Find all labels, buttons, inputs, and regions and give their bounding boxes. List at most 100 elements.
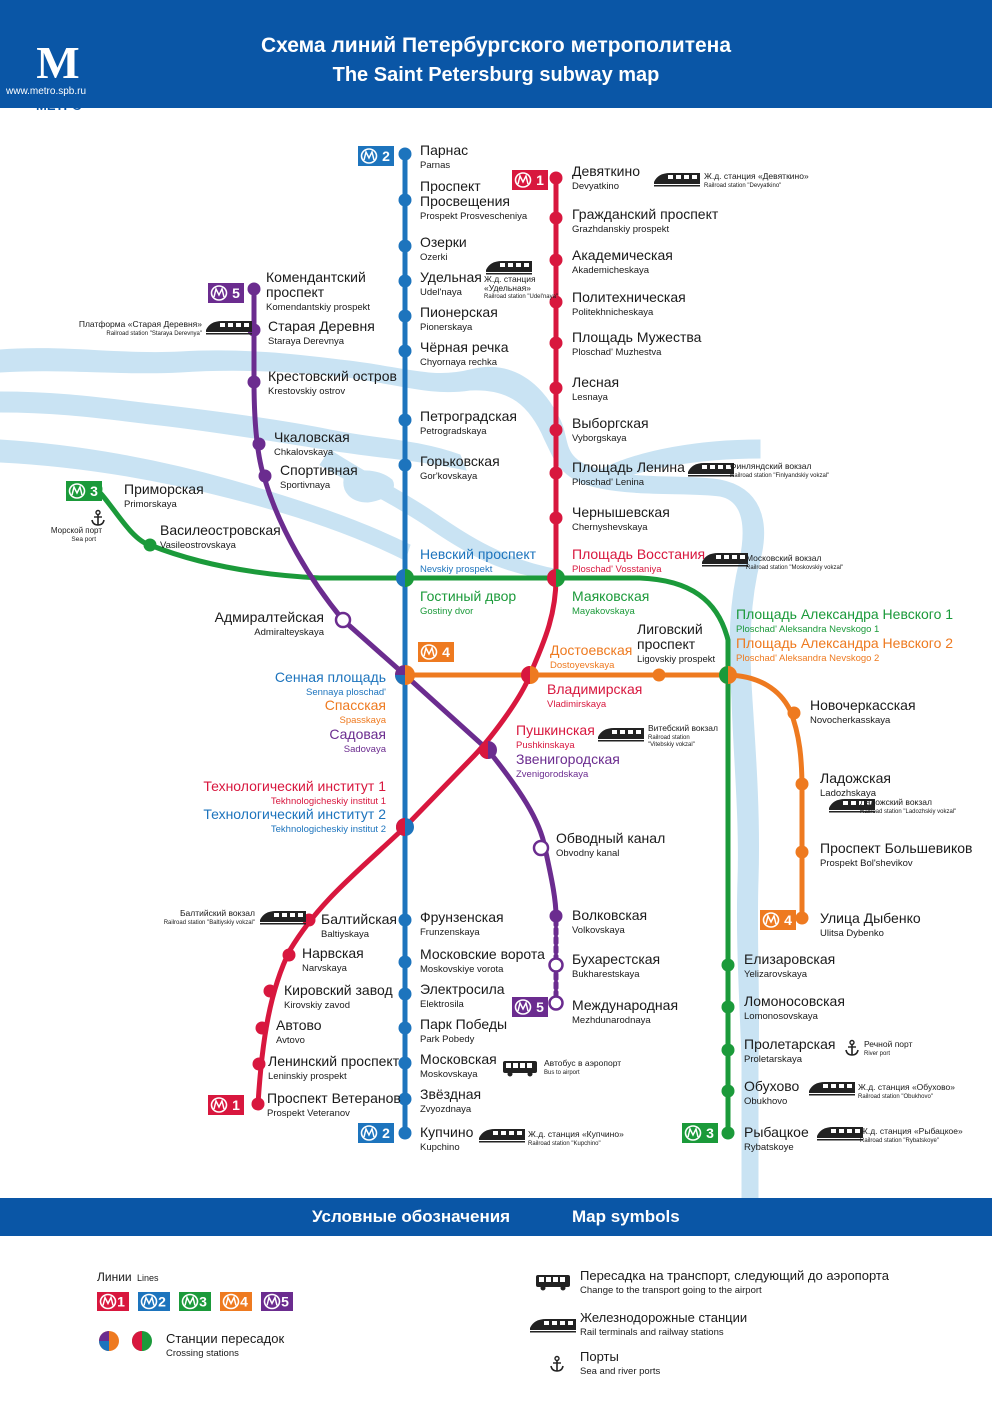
station-bolshevikov-dot[interactable] [795,845,809,859]
station-chernyshevskaya-label: Чернышевская [572,504,670,520]
station-sennaya-en: Sennaya ploschad' [306,687,386,698]
line-l2-badge[interactable]: 2 [138,1292,170,1311]
station-rybatskoye-dot[interactable] [721,1126,735,1140]
station-vyborgskaya-dot[interactable] [549,423,563,437]
station-muzhestva-dot[interactable] [549,336,563,350]
station-akademicheskaya-dot[interactable] [549,253,563,267]
station-pushkinskaya-label: Пушкинская [516,722,595,738]
station-mosk_vorota-dot[interactable] [398,955,412,969]
line-l1-badge[interactable]: 1 [208,1095,244,1115]
station-petrogradskaya-dot[interactable] [398,413,412,427]
station-obukhovo-dot[interactable] [721,1084,735,1098]
station-parnas-dot[interactable] [398,147,412,161]
transfer-tech-institute[interactable] [396,818,414,836]
station-lomonosovskaya-en: Lomonosovskaya [744,1011,819,1022]
station-grazhdansky-dot[interactable] [549,211,563,225]
station-politekh-dot[interactable] [549,295,563,309]
station-novocherkasskaya-dot[interactable] [787,706,801,720]
metro-m-icon [140,1293,158,1310]
transfer-nevsky-gostiny[interactable] [396,569,414,587]
logo-url[interactable]: www.metro.spb.ru [6,86,87,97]
line-l1-badge[interactable]: 1 [512,170,548,190]
station-admiralteyskaya-dot[interactable] [334,611,352,629]
station-pionerskaya-dot[interactable] [398,309,412,323]
transfer-vosstaniya-mayakovskaya[interactable] [547,569,565,587]
line-l3-badge[interactable]: 3 [179,1292,211,1311]
station-zvyozdnaya-dot[interactable] [398,1092,412,1106]
station-krestovsky-dot[interactable] [247,375,261,389]
station-kupchino-dot[interactable] [398,1126,412,1140]
station-veteranov-dot[interactable] [251,1097,265,1111]
station-tech2-en: Tekhnologicheskiy institut 2 [271,824,386,835]
station-chyornaya-dot[interactable] [398,344,412,358]
station-avtovo-dot[interactable] [255,1021,269,1035]
line-l3-badge[interactable]: 3 [682,1123,718,1143]
line-l5-badge[interactable]: 5 [261,1292,293,1311]
logo-text: МЕТРО [36,98,83,113]
station-vasileo-dot[interactable] [143,538,157,552]
transfer-alnevsky[interactable] [719,666,737,684]
line-number: 2 [158,1294,166,1310]
station-ligovsky-dot[interactable] [652,668,666,682]
transfer-sennaya[interactable] [395,665,415,685]
transfer-label: Ж.д. станция «Купчино» [528,1129,624,1139]
station-chkalovskaya-dot[interactable] [252,437,266,451]
metro-logo[interactable]: M МЕТРО [14,30,102,130]
line-l2-badge[interactable]: 2 [358,1123,394,1143]
station-moskovskaya-dot[interactable] [398,1056,412,1070]
station-park_pobedy-dot[interactable] [398,1021,412,1035]
transfer-label: River port [864,1051,890,1057]
station-lenina-dot[interactable] [549,466,563,480]
line-l3-badge[interactable]: 3 [66,481,102,501]
station-vyborgskaya-en: Vyborgskaya [572,433,627,444]
station-udelnaya-dot[interactable] [398,274,412,288]
line-l4-badge[interactable]: 4 [418,642,454,662]
transfer-label: Московский вокзал [746,553,822,563]
line-l4-badge[interactable]: 4 [760,910,796,930]
station-mezhdunarodnaya-dot[interactable] [548,995,564,1011]
station-lesnaya-en: Lesnaya [572,392,609,403]
station-volkovskaya-dot[interactable] [549,909,563,923]
station-narvskaya-dot[interactable] [282,948,296,962]
station-lesnaya-label: Лесная [572,374,619,390]
station-gorkovskaya-dot[interactable] [398,458,412,472]
station-obvodny-dot[interactable] [532,839,550,857]
station-lesnaya-dot[interactable] [549,381,563,395]
station-obukhovo-label: Обухово [744,1078,800,1094]
station-proletarskaya-dot[interactable] [721,1043,735,1057]
station-pionerskaya-en: Pionerskaya [420,322,473,333]
transfer-label: Railroad station "Rybatskoye" [860,1138,939,1144]
station-leninsky-dot[interactable] [252,1057,266,1071]
station-lenina-en: Ploschad' Lenina [572,477,645,488]
station-veteranov-en: Prospekt Veteranov [267,1108,350,1119]
transfer-pushkinskaya-zvenigorodskaya[interactable] [479,741,497,759]
station-prosvescheniya-dot[interactable] [398,193,412,207]
station-ozerki-en: Ozerki [420,252,447,263]
station-elizarovskaya-dot[interactable] [721,958,735,972]
station-dybenko-dot[interactable] [795,911,809,925]
station-sportivnaya-dot[interactable] [258,469,272,483]
station-mezhdunarodnaya-label: Международная [572,997,678,1013]
station-grazhdansky-en: Grazhdanskiy prospekt [572,224,670,235]
station-kirovsky-dot[interactable] [263,984,277,998]
station-park_pobedy-en: Park Pobedy [420,1034,475,1045]
station-lomonosovskaya-dot[interactable] [721,1000,735,1014]
station-gostiny-en: Gostiny dvor [420,606,473,617]
station-ladozhskaya-dot[interactable] [795,777,809,791]
station-bukharestskaya-dot[interactable] [548,957,564,973]
line-l5-badge[interactable]: 5 [512,997,548,1017]
station-elektrosila-dot[interactable] [398,987,412,1001]
station-ozerki-dot[interactable] [398,239,412,253]
station-narvskaya-label: Нарвская [302,945,364,961]
station-komendantsky-dot[interactable] [247,282,261,296]
line-l1-badge[interactable]: 1 [97,1292,129,1311]
line-l2-badge[interactable]: 2 [358,146,394,166]
station-frunzenskaya-dot[interactable] [398,913,412,927]
line-l4-badge[interactable]: 4 [220,1292,252,1311]
station-devyatkino-dot[interactable] [549,171,563,185]
line-l5-badge[interactable]: 5 [208,283,244,303]
station-udelnaya-en: Udel'naya [420,287,463,298]
station-petrogradskaya-en: Petrogradskaya [420,426,487,437]
station-chernyshevskaya-dot[interactable] [549,511,563,525]
transfer-dostoevskaya-vladimirskaya[interactable] [521,666,539,684]
